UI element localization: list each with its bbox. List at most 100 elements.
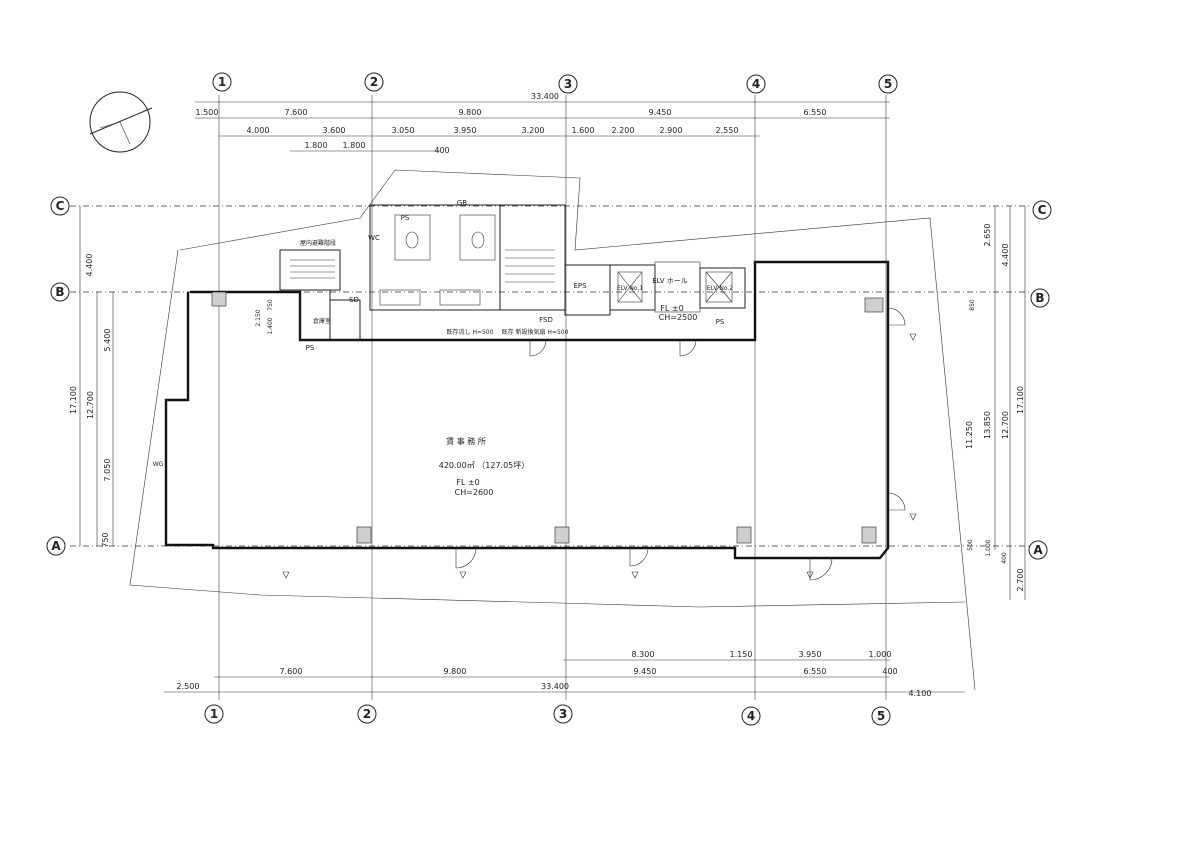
dim-right-9: 400 (1001, 552, 1008, 564)
dim-left-1: 5.400 (103, 329, 112, 352)
dim-right-8: 1.000 (985, 539, 992, 556)
axis-label-3-bottom: 3 (559, 707, 567, 721)
dim-bot-r3-0: 2.500 (177, 682, 200, 691)
dim-top-r2-8: 2.550 (716, 126, 739, 135)
label-ps-bottom: PS (716, 318, 725, 326)
axis-label-a-left: A (51, 539, 61, 553)
label-elv2: ELV No.2 (707, 285, 733, 292)
dim-top-r1-3: 9.450 (649, 108, 672, 117)
axis-label-4-bottom: 4 (747, 709, 755, 723)
north-arrow-icon (89, 91, 153, 153)
axis-label-1-bottom: 1 (210, 707, 218, 721)
dim-right-10: 2.700 (1016, 569, 1025, 592)
dim-left-2: 12.700 (86, 391, 95, 419)
label-elv-hall: ELV ホール (652, 277, 688, 285)
dim-top-r2-1: 3.600 (323, 126, 346, 135)
dim-top-r2-7: 2.900 (660, 126, 683, 135)
office-area: 420.00㎡ （127.05坪） (439, 461, 530, 470)
bottom-dimension-lines: 8.300 1.150 3.950 1.000 7.600 9.800 9.45… (164, 650, 965, 698)
label-sd: SD (349, 296, 359, 304)
office-floor-level: FL ±0 (456, 478, 479, 487)
dim-top-r2-2: 3.050 (392, 126, 415, 135)
dim-right-7: 500 (967, 539, 974, 551)
dim-bot-r1-3: 1.000 (869, 650, 892, 659)
dim-right-2: 850 (969, 299, 976, 311)
dim-left-4: 7.050 (103, 459, 112, 482)
label-storage: 倉庫室 (313, 317, 331, 325)
label-wc: WC (368, 234, 380, 242)
dim-top-r3-0: 1.800 (305, 141, 328, 150)
axis-label-2-top: 2 (370, 75, 378, 89)
axis-label-c-right: C (1038, 203, 1047, 217)
right-dimension-lines: 2.650 4.400 850 11.250 13.850 12.700 17.… (965, 206, 1026, 600)
dim-right-5: 12.700 (1001, 411, 1010, 439)
dim-top-r2-5: 1.600 (572, 126, 595, 135)
dim-bot-r2-2: 9.450 (634, 667, 657, 676)
axis-label-3-top: 3 (564, 77, 572, 91)
dim-left-core-1: 1.400 (267, 317, 274, 334)
label-ps: PS (401, 214, 410, 222)
dim-bot-r2-3: 6.550 (804, 667, 827, 676)
dim-top-r2-0: 4.000 (247, 126, 270, 135)
axis-label-b-left: B (55, 285, 64, 299)
top-dimension-lines: 33.400 1.500 7.600 9.800 9.450 6.550 4.0… (195, 92, 890, 155)
dim-top-r1-2: 9.800 (459, 108, 482, 117)
dim-right-3: 11.250 (965, 421, 974, 449)
dim-bot-r2-1: 9.800 (444, 667, 467, 676)
column-grid-lines (218, 95, 887, 700)
dim-bot-r2-4: 400 (882, 667, 897, 676)
axis-label-b-right: B (1035, 291, 1044, 305)
left-dimension-lines: 4.400 5.400 12.700 17.100 7.050 750 2.15… (69, 206, 274, 548)
dim-top-r3-1: 1.800 (343, 141, 366, 150)
site-boundary (129, 169, 976, 691)
row-axis-markers-right: C B A (1028, 200, 1052, 560)
axis-label-5-top: 5 (884, 77, 892, 91)
axis-label-5-bottom: 5 (877, 709, 885, 723)
dim-right-6: 17.100 (1016, 386, 1025, 414)
dim-bot-r3-1: 33.400 (541, 682, 569, 691)
dim-right-0: 2.650 (983, 224, 992, 247)
label-sink-note: 既存流し H=500 (447, 328, 494, 336)
label-gb: GB (457, 199, 467, 207)
dim-top-r2-4: 3.200 (522, 126, 545, 135)
row-axis-markers-left: C B A (46, 196, 70, 556)
structural-columns (211, 291, 884, 544)
axis-label-c-left: C (56, 199, 65, 213)
core-floor-level: FL ±0 (660, 304, 683, 313)
dim-bot-r2-0: 7.600 (280, 667, 303, 676)
door-swings (455, 307, 906, 581)
dim-bot-r1-1: 1.150 (730, 650, 753, 659)
column-axis-markers-bottom: 1 2 3 4 5 (204, 704, 891, 726)
dim-top-total: 33.400 (531, 92, 559, 101)
dim-left-core-2: 750 (267, 299, 274, 311)
vent-markers (282, 333, 917, 579)
dim-bot-r1-0: 8.300 (632, 650, 655, 659)
core-ceiling-height: CH=2500 (659, 313, 698, 322)
label-stair-note: 屋内避難階段 (300, 239, 336, 247)
label-sink-note-2: 既存 新設換気扇 H=500 (502, 328, 569, 336)
label-fsd: FSD (539, 316, 553, 324)
axis-label-4-top: 4 (752, 77, 760, 91)
core-labels: FL ±0 CH=2500 PS WC SD FSD EPS GB ELV ホー… (153, 199, 734, 468)
dim-right-1: 4.400 (1001, 244, 1010, 267)
dim-left-3: 17.100 (69, 386, 78, 414)
office-ceiling-height: CH=2600 (455, 488, 494, 497)
dim-top-r1-4: 6.550 (804, 108, 827, 117)
label-elv1: ELV No.1 (617, 285, 643, 292)
dim-top-r1-1: 7.600 (285, 108, 308, 117)
label-wg: WG (153, 461, 164, 468)
dim-left-5: 750 (101, 532, 110, 547)
label-eps: EPS (573, 282, 587, 290)
dim-right-4: 13.850 (983, 411, 992, 439)
axis-label-a-right: A (1033, 543, 1043, 557)
dim-top-r2-6: 2.200 (612, 126, 635, 135)
dim-top-r2-3: 3.950 (454, 126, 477, 135)
column-axis-markers-top: 1 2 3 4 5 (212, 72, 898, 94)
dim-bot-r1-2: 3.950 (799, 650, 822, 659)
core-block (279, 204, 746, 341)
label-ps-left: PS (306, 344, 315, 352)
office-outer-wall (164, 260, 890, 560)
dim-top-r3-2: 400 (434, 146, 449, 155)
dim-bot-r3-2: 4.100 (909, 689, 932, 698)
